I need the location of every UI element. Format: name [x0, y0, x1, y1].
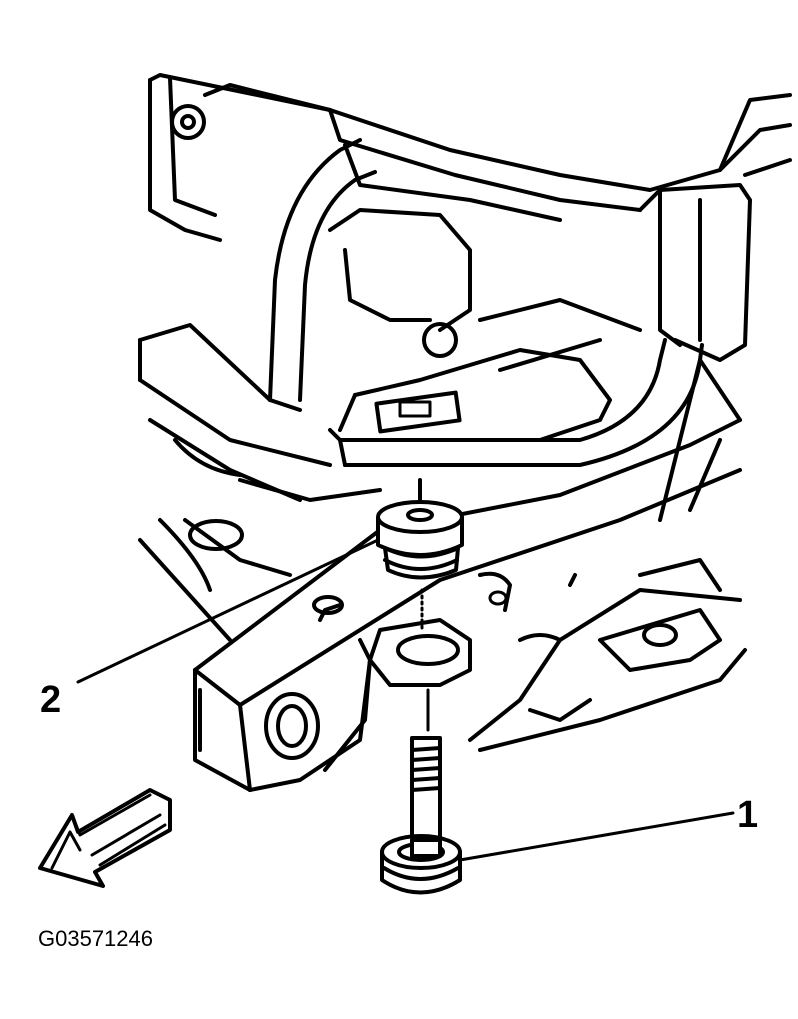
body-mount-cushion-upper: [376, 478, 464, 580]
arrow-icon: [38, 788, 172, 888]
radiator-support: [148, 73, 792, 362]
callout-1: 1: [737, 794, 758, 836]
leader-lines: [76, 538, 735, 862]
mount-bracket: [323, 618, 472, 772]
frame-crossmember: [138, 418, 742, 792]
lower-right-structure: [468, 358, 747, 752]
callout-2: 2: [40, 679, 61, 721]
mount-bolt-assembly: [380, 588, 462, 895]
figure-id: G03571246: [38, 926, 153, 951]
center-structure: [328, 208, 642, 442]
